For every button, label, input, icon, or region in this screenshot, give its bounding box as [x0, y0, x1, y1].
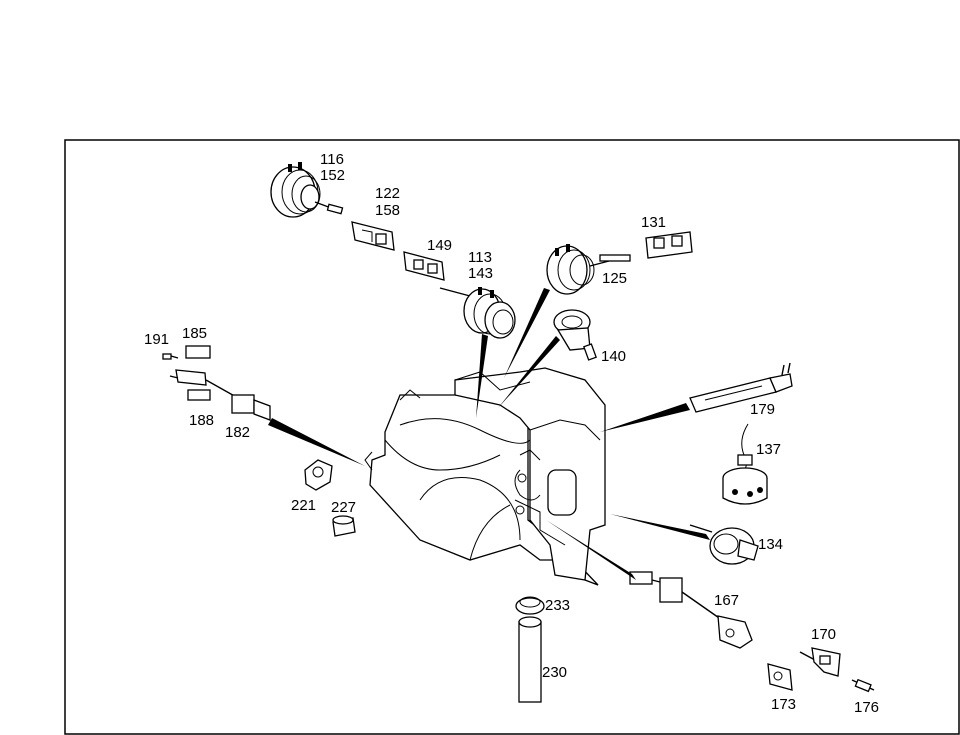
callout-122: 122 — [375, 185, 400, 202]
callout-labels: 116 152 122 158 149 113 143 131 125 140 … — [144, 151, 879, 716]
connector-182 — [169, 369, 271, 421]
vacuum-unit-140 — [553, 309, 597, 361]
leader-arrows — [268, 288, 710, 580]
callout-152: 152 — [320, 167, 345, 184]
ring-233 — [515, 596, 545, 615]
diagram-border — [64, 139, 960, 735]
callout-137: 137 — [756, 441, 781, 458]
screw-191 — [162, 353, 179, 360]
callout-191: 191 — [144, 331, 169, 348]
clip-149 — [403, 251, 445, 281]
callout-185: 185 — [182, 325, 207, 342]
clip-131 — [645, 231, 693, 259]
callout-113: 113 — [468, 249, 492, 266]
vacuum-unit-116 — [270, 162, 344, 218]
callout-173: 173 — [771, 696, 796, 713]
bracket-170 — [799, 647, 841, 677]
callout-116: 116 — [320, 151, 344, 168]
callout-125: 125 — [602, 270, 627, 287]
vacuum-unit-125 — [546, 244, 631, 295]
callout-131: 131 — [641, 214, 666, 231]
callout-227: 227 — [331, 499, 356, 516]
plug-227 — [332, 515, 356, 537]
vacuum-unit-134 — [689, 524, 759, 565]
callout-167: 167 — [714, 592, 739, 609]
callout-158: 158 — [375, 202, 400, 219]
callout-182: 182 — [225, 424, 250, 441]
connector-strip-179 — [689, 362, 793, 413]
callout-143: 143 — [468, 265, 493, 282]
callout-188: 188 — [189, 412, 214, 429]
callout-179: 179 — [750, 401, 775, 418]
callout-140: 140 — [601, 348, 626, 365]
clip-122 — [351, 221, 395, 251]
bolt-176 — [851, 678, 875, 693]
vacuum-unit-113 — [439, 287, 516, 339]
callout-176: 176 — [854, 699, 879, 716]
callout-170: 170 — [811, 626, 836, 643]
modulator-137 — [722, 423, 768, 505]
callout-134: 134 — [758, 536, 783, 553]
callout-230: 230 — [542, 664, 567, 681]
part-221 — [304, 459, 333, 491]
callout-221: 221 — [291, 497, 316, 514]
cap-185 — [185, 345, 211, 359]
cable-167 — [629, 571, 753, 649]
clip-173 — [767, 663, 793, 691]
transmission-housing — [364, 367, 606, 586]
callout-149: 149 — [427, 237, 452, 254]
callout-233: 233 — [545, 597, 570, 614]
tube-230 — [518, 616, 542, 703]
